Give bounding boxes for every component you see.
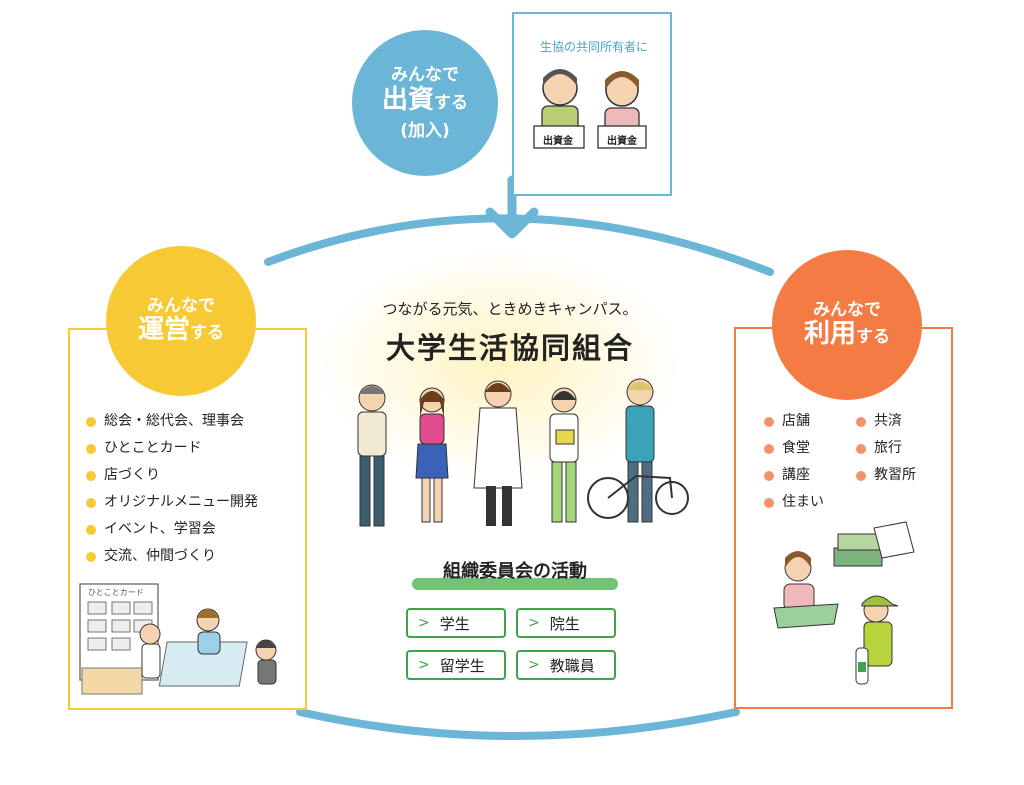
button-label: 教職員 (549, 656, 595, 675)
activity-heading: 組織委員会の活動 (443, 561, 587, 582)
bullet-dot (764, 497, 774, 508)
bullet-dot (86, 416, 96, 427)
use-circle-keyword: 利用 (803, 319, 856, 350)
sign-label-2: 出資金 (607, 136, 637, 147)
button-label: 院生 (549, 614, 580, 633)
person-figure (549, 387, 579, 523)
person-figure (357, 384, 387, 527)
bullet-dot (856, 443, 866, 454)
invest-circle: みんなで 出資する (加入) (352, 30, 498, 176)
invest-panel (512, 12, 672, 196)
button-faculty-staff[interactable]: > 教職員 (516, 650, 616, 680)
invest-circle-keyword: 出資 (381, 84, 434, 115)
bullet-dot (86, 470, 96, 481)
list-item: 講座 (764, 462, 824, 489)
investors-illustration (533, 69, 647, 149)
page-title: 大学生活協同組合 (385, 331, 634, 365)
chevron-right-icon: > (528, 615, 540, 631)
manage-circle-suffix: する (190, 323, 224, 344)
use-circle-line1: みんなで (813, 299, 881, 320)
invest-circle-line3: (加入) (400, 120, 450, 141)
person-figure (473, 380, 523, 526)
list-item: 総会・総代会、理事会 (86, 408, 258, 435)
bullet-dot (856, 416, 866, 427)
bullet-dot (764, 470, 774, 481)
bullet-dot (764, 443, 774, 454)
list-item: 店づくり (86, 462, 258, 489)
activity-highlight (412, 578, 618, 590)
button-international-students[interactable]: > 留学生 (406, 650, 506, 680)
list-item: 住まい (764, 489, 824, 516)
use-circle: みんなで 利用する (772, 250, 922, 400)
tagline: つながる元気、ときめきキャンパス。 (382, 300, 638, 318)
bullet-dot (86, 551, 96, 562)
invest-circle-line1: みんなで (391, 65, 459, 86)
person-figure (587, 378, 689, 523)
list-item: 教習所 (856, 462, 916, 489)
invest-caption: 生協の共同所有者に (539, 40, 648, 54)
manage-circle-keyword: 運営 (137, 315, 190, 346)
list-item: 店舗 (764, 408, 824, 435)
list-item: イベント、学習会 (86, 516, 258, 543)
chevron-right-icon: > (528, 657, 540, 673)
manage-list: 総会・総代会、理事会 ひとことカード 店づくり オリジナルメニュー開発 イベント… (86, 408, 258, 570)
chevron-right-icon: > (418, 615, 430, 631)
sign-label-1: 出資金 (543, 136, 573, 147)
button-label: 学生 (439, 614, 470, 633)
board-label: ひとことカード (88, 588, 144, 597)
use-circle-suffix: する (856, 327, 890, 348)
manage-illustration (79, 583, 277, 695)
list-item: 食堂 (764, 435, 824, 462)
person-figure (415, 387, 449, 523)
list-item: 旅行 (856, 435, 916, 462)
use-illustration (773, 521, 915, 685)
button-label: 留学生 (439, 656, 485, 675)
use-list-col2: 共済 旅行 教習所 (856, 408, 916, 489)
list-item: ひとことカード (86, 435, 258, 462)
bullet-dot (86, 497, 96, 508)
use-list-col1: 店舗 食堂 講座 住まい (764, 408, 824, 516)
bullet-dot (764, 416, 774, 427)
manage-circle-line1: みんなで (147, 295, 215, 316)
bullet-dot (86, 524, 96, 535)
chevron-right-icon: > (418, 657, 430, 673)
list-item: 共済 (856, 408, 916, 435)
students-illustration (357, 378, 689, 527)
bullet-dot (86, 443, 96, 454)
manage-circle: みんなで 運営する (106, 246, 256, 396)
list-item: オリジナルメニュー開発 (86, 489, 258, 516)
bullet-dot (856, 470, 866, 481)
button-graduate-students[interactable]: > 院生 (516, 608, 616, 638)
list-item: 交流、仲間づくり (86, 543, 258, 570)
invest-circle-suffix: する (434, 92, 468, 113)
button-students[interactable]: > 学生 (406, 608, 506, 638)
